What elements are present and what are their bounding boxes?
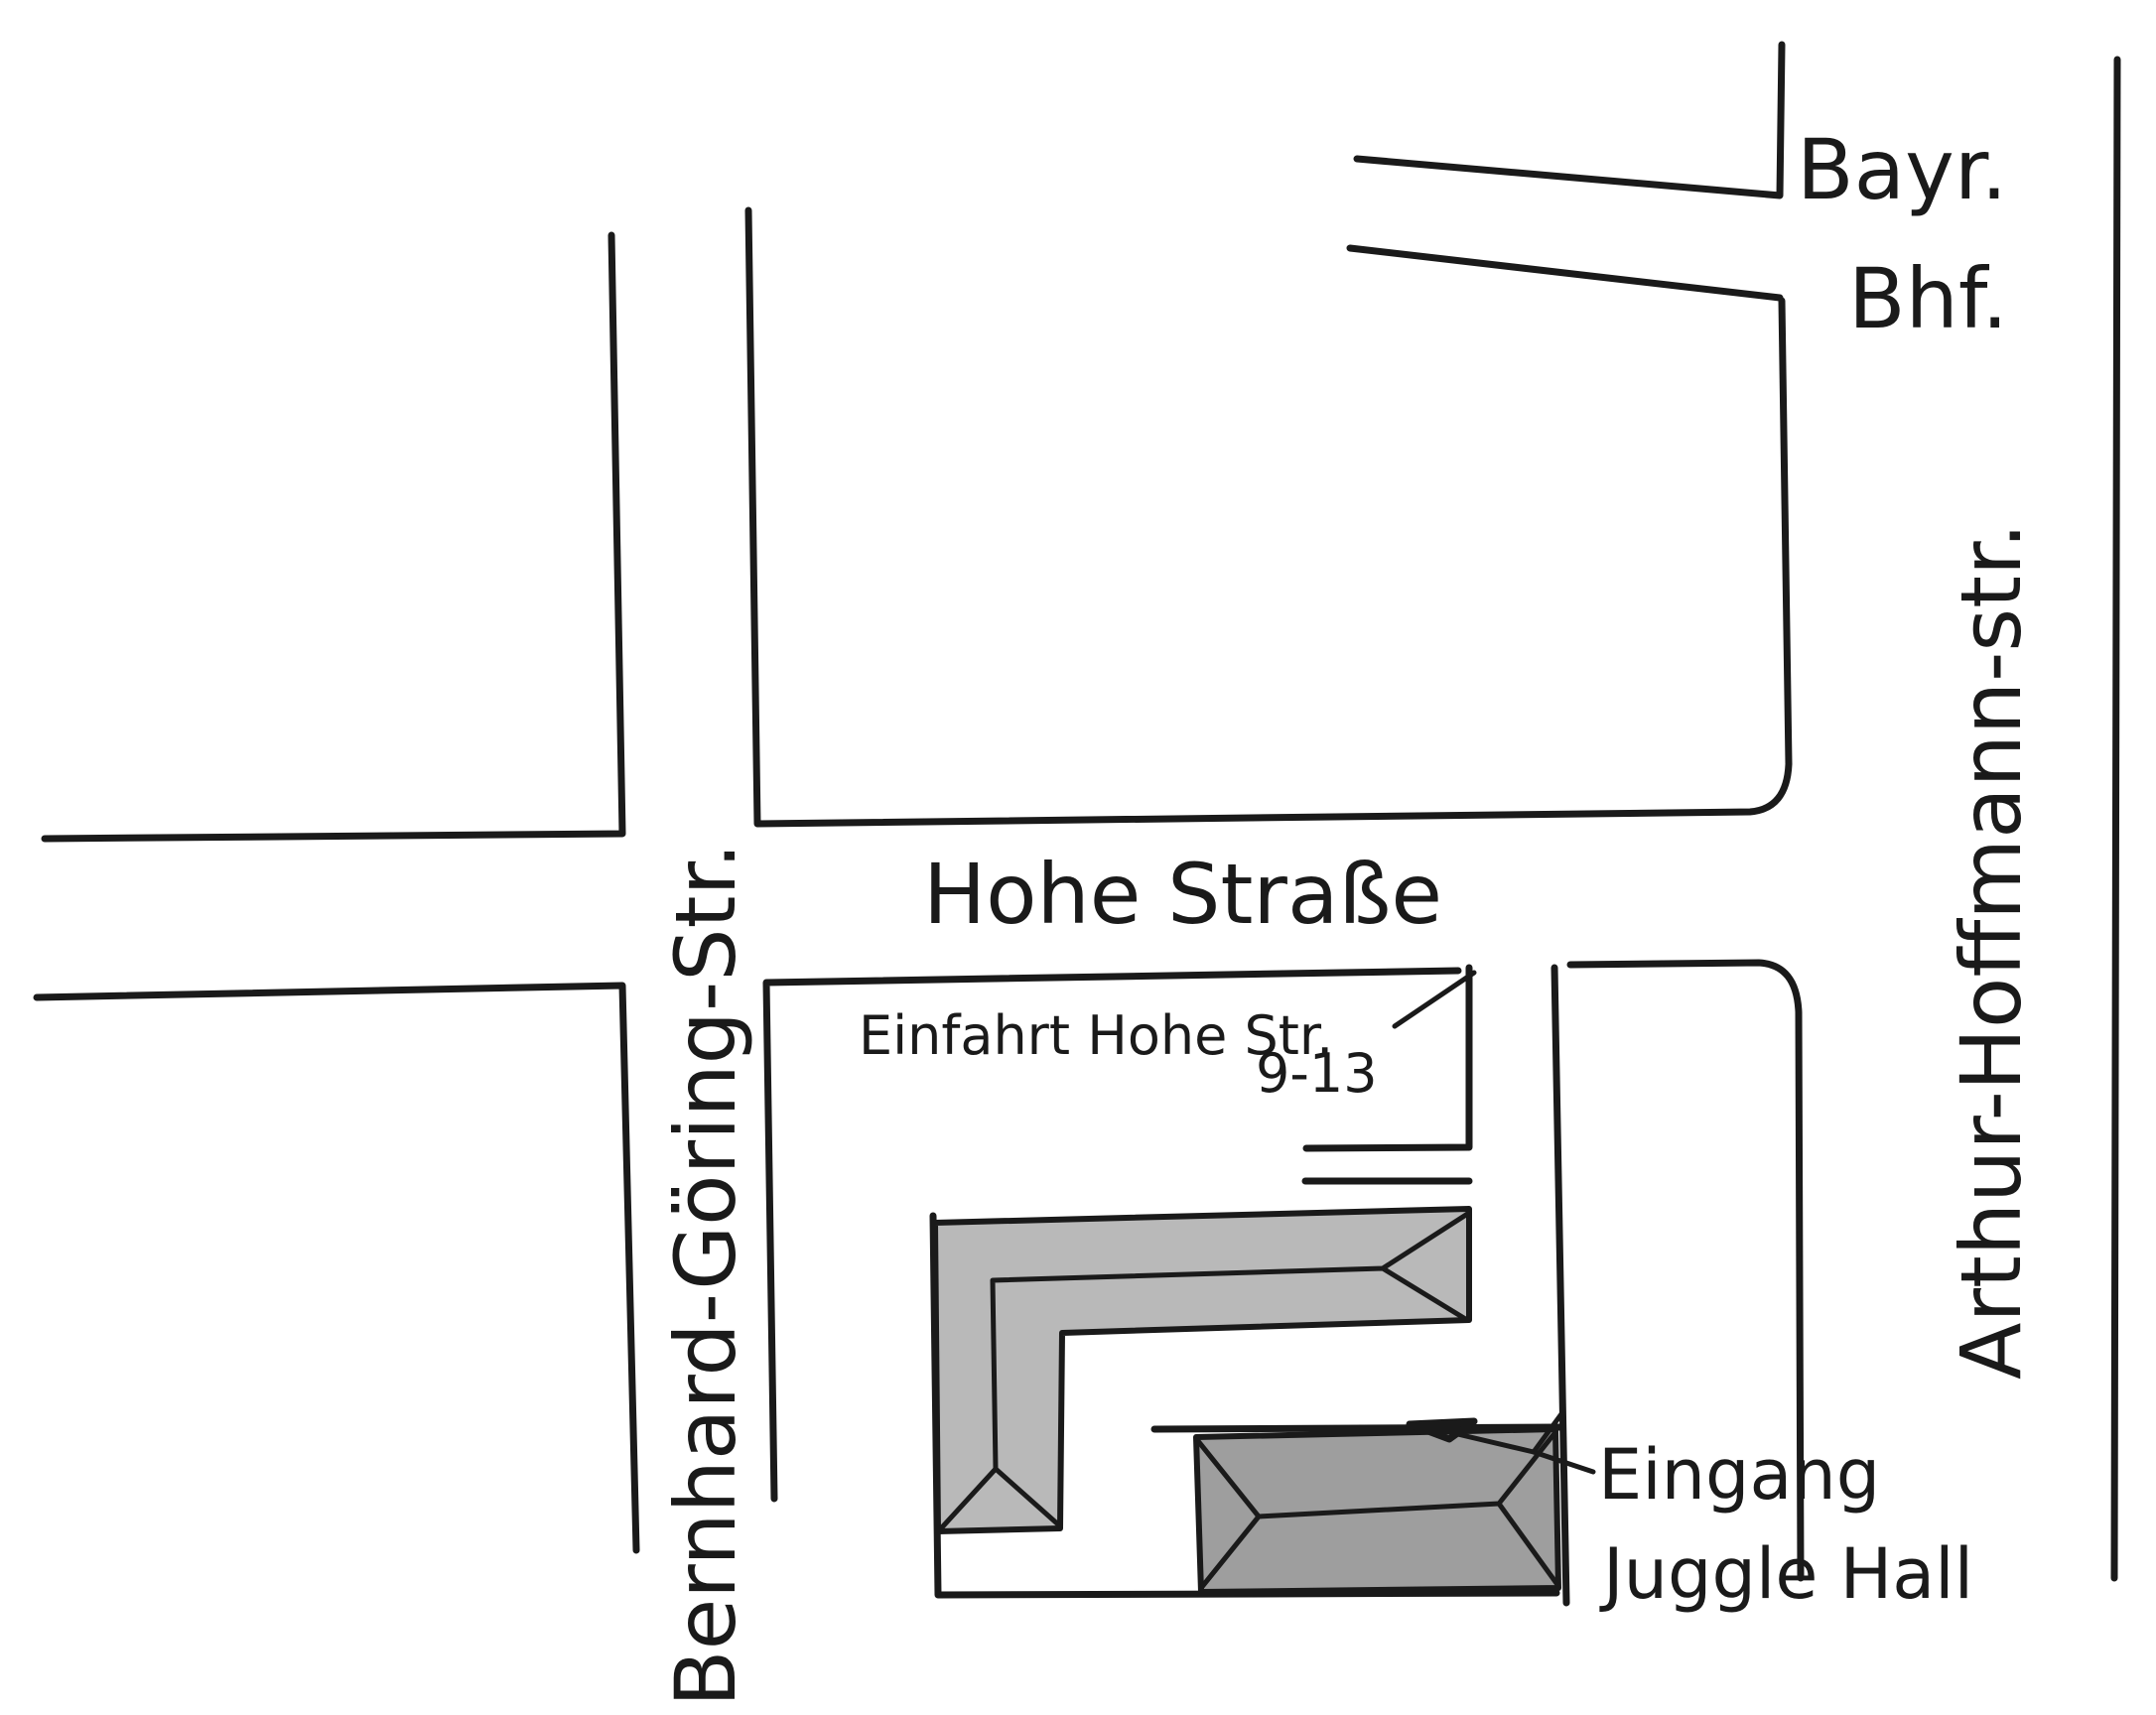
courtyard-inner-line — [1150, 1423, 1565, 1433]
block-south-middle-east-edge — [1550, 964, 1570, 1607]
hall-ridge — [1195, 1429, 1561, 1591]
entrance-marker — [1406, 1417, 1478, 1443]
eingang-pointer-branch — [1531, 1408, 1566, 1455]
l-building-ridge — [938, 1210, 1472, 1531]
pointer-lines — [1392, 970, 1596, 1475]
einfahrt-label-line1: Einfahrt Hohe Str. — [859, 1004, 1333, 1067]
arthur-hoffmann-east-edge — [2110, 56, 2121, 1582]
hohe-strasse-label: Hohe Straße — [923, 846, 1442, 943]
block-south-west-edge — [33, 982, 640, 1554]
station-road-top-edge — [1353, 41, 1786, 199]
eingang-label-line1: Eingang — [1598, 1434, 1880, 1516]
juggle-hall-building — [1193, 1426, 1561, 1595]
einfahrt-pointer — [1392, 970, 1477, 1029]
bernhard-goering-str-label: Bernhard-Göring-Str. — [657, 843, 754, 1707]
block-north-east — [744, 206, 1793, 828]
block-north-west-edge — [41, 231, 626, 843]
block-south-east-edge — [1566, 959, 1805, 1582]
driveway-edge — [1302, 964, 1473, 1152]
block-south-middle-west-edge — [762, 967, 1462, 1503]
station-label-line2: Bhf. — [1848, 250, 2008, 347]
street-lines — [33, 41, 2121, 1607]
l-shaped-building — [932, 1206, 1472, 1534]
station-label-line1: Bayr. — [1797, 121, 2007, 218]
station-road-bottom-edge — [1346, 244, 1784, 302]
l-building-outline — [932, 1206, 1472, 1534]
einfahrt-label-line2: 9-13 — [1256, 1042, 1378, 1105]
arthur-hoffmann-str-label: Arthur-Hoffmann-str. — [1943, 522, 2040, 1380]
juggle-hall-label: Juggle Hall — [1599, 1533, 1973, 1615]
